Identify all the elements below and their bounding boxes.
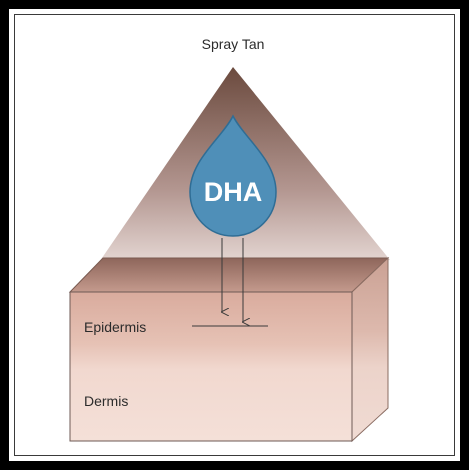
drop-label: DHA xyxy=(204,177,263,207)
epidermis-label: Epidermis xyxy=(84,319,146,335)
dermis-label: Dermis xyxy=(84,393,128,409)
skin-block-top xyxy=(70,258,388,292)
skin-block-front xyxy=(70,292,352,441)
diagram-title: Spray Tan xyxy=(202,36,265,52)
